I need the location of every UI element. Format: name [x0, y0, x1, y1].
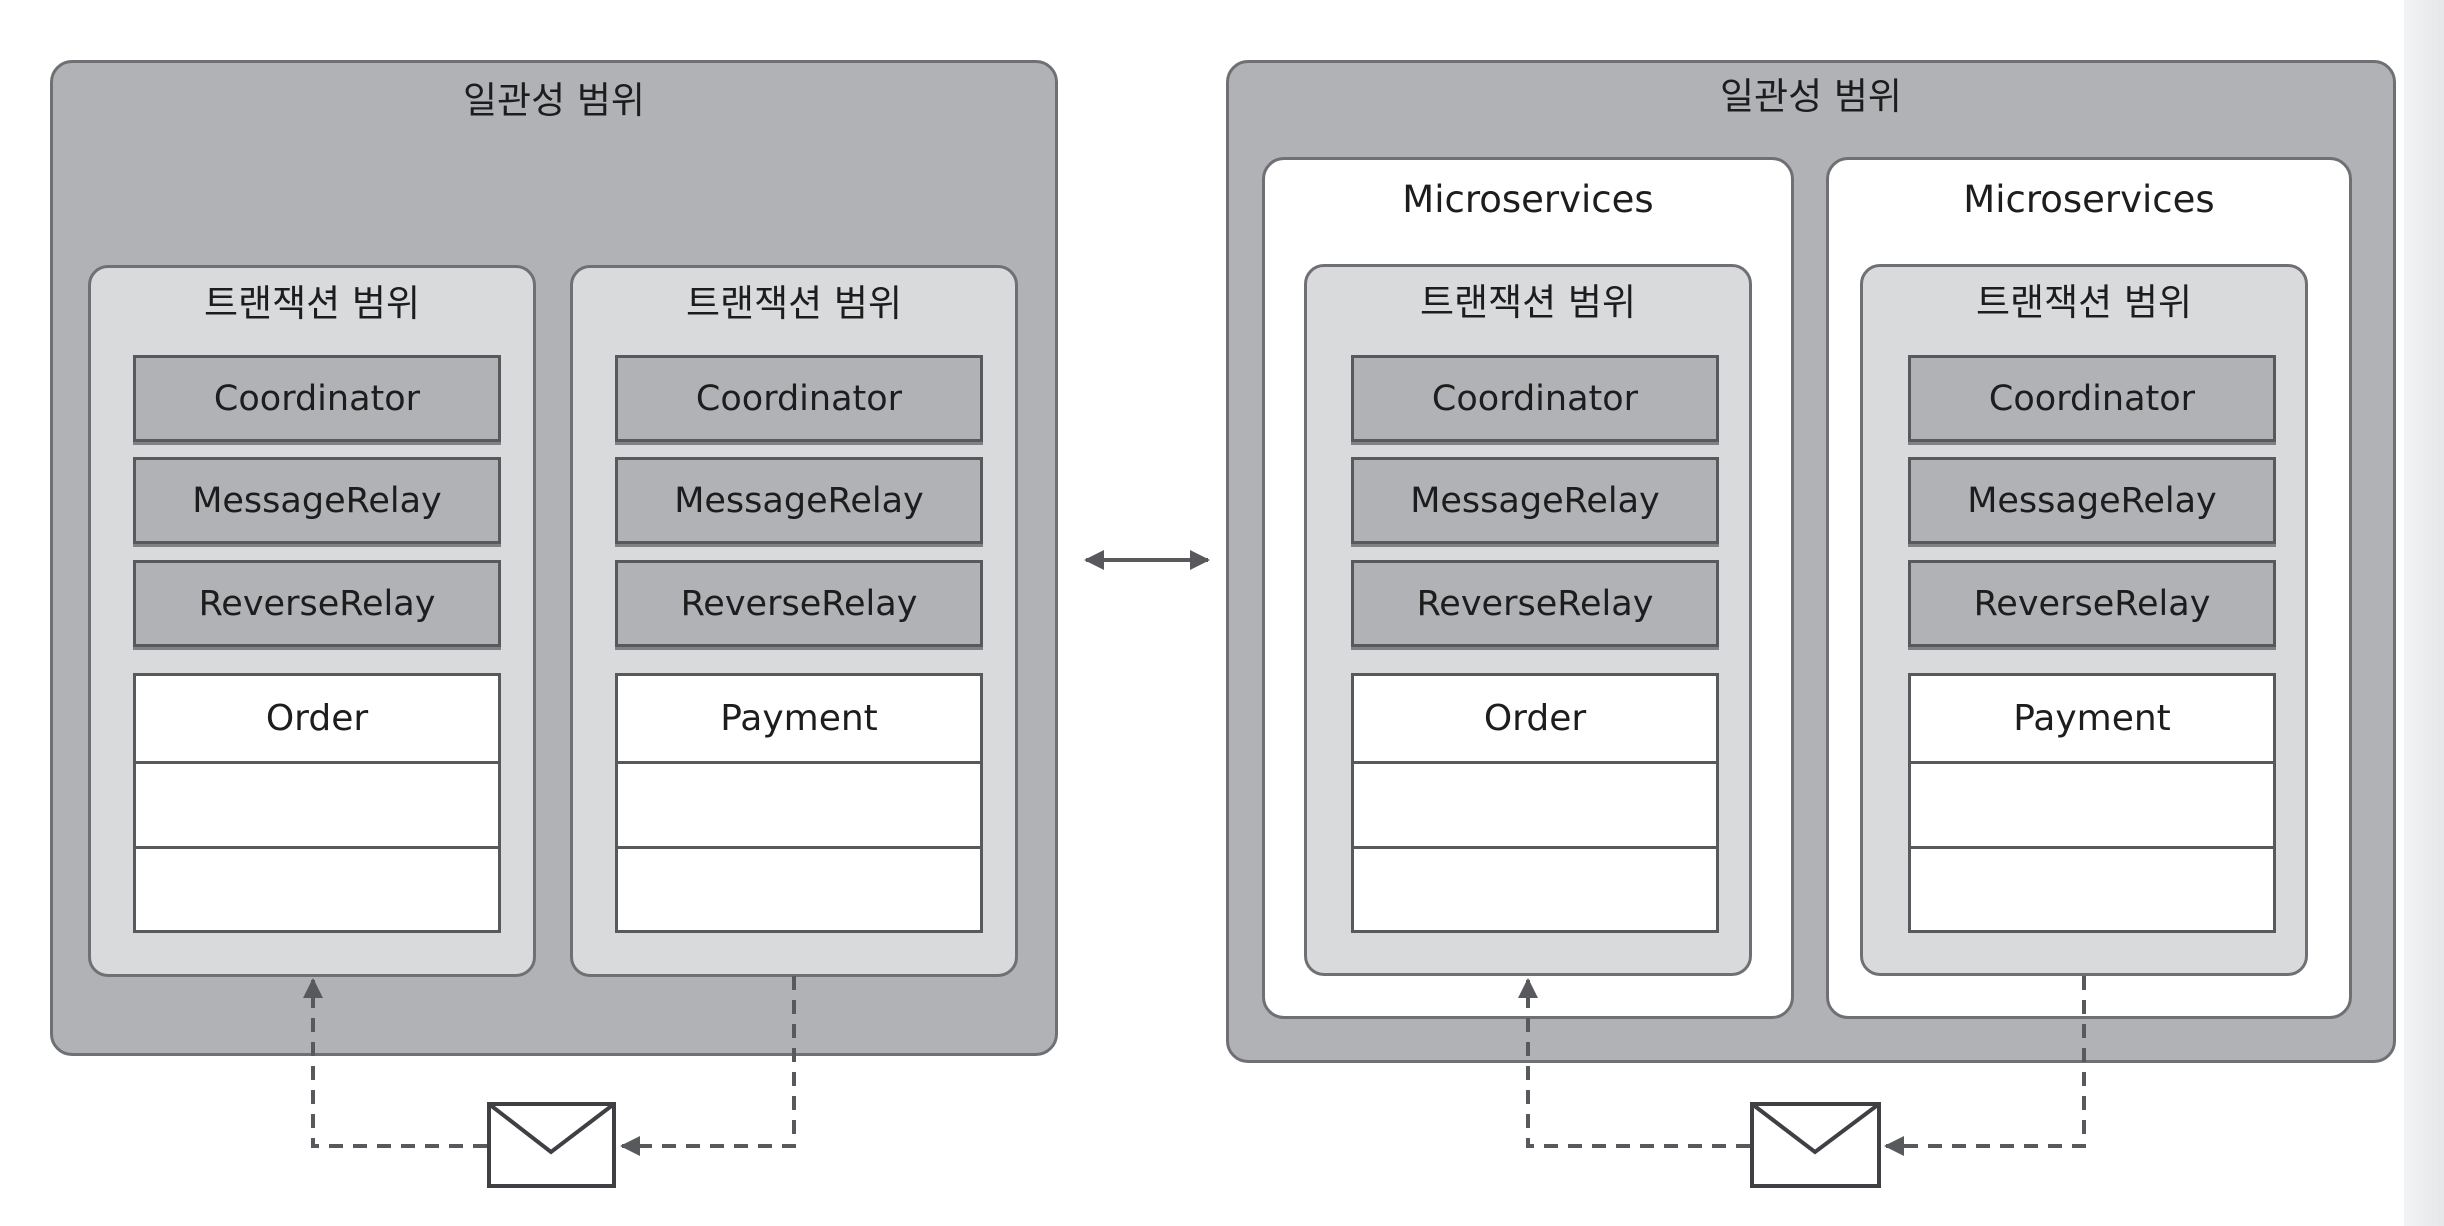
envelope-icon: [487, 1102, 616, 1188]
entity-name: Order: [1483, 698, 1587, 739]
right-scope-title: 일관성 범위: [1720, 75, 1902, 118]
coordinator-component: Coordinator: [615, 355, 983, 442]
entity-row-divider: [136, 846, 498, 849]
left-scope-title: 일관성 범위: [463, 79, 645, 122]
reverse-relay-component: ReverseRelay: [1351, 560, 1719, 647]
entity-row-divider: [136, 761, 498, 764]
message-relay-component: MessageRelay: [1351, 457, 1719, 544]
page-edge-strip: [2404, 0, 2444, 1226]
message-relay-component: MessageRelay: [133, 457, 501, 544]
entity-row-divider: [1911, 846, 2273, 849]
reverse-relay-component: ReverseRelay: [133, 560, 501, 647]
entity-row-divider: [1354, 761, 1716, 764]
coordinator-component: Coordinator: [133, 355, 501, 442]
tx-scope-title: 트랜잭션 범위: [1975, 281, 2192, 324]
microservice-title: Microservices: [1963, 178, 2215, 221]
entity-row-divider: [618, 761, 980, 764]
tx-scope-title: 트랜잭션 범위: [1419, 281, 1636, 324]
envelope-icon: [1750, 1102, 1881, 1188]
entity-name: Order: [265, 698, 369, 739]
entity-name: Payment: [720, 698, 878, 739]
coordinator-component: Coordinator: [1908, 355, 2276, 442]
message-relay-component: MessageRelay: [1908, 457, 2276, 544]
order-entity-table: Order: [1351, 673, 1719, 933]
tx-scope-title: 트랜잭션 범위: [203, 282, 420, 325]
reverse-relay-component: ReverseRelay: [1908, 560, 2276, 647]
microservice-title: Microservices: [1402, 178, 1654, 221]
entity-name: Payment: [2013, 698, 2171, 739]
order-entity-table: Order: [133, 673, 501, 933]
coordinator-component: Coordinator: [1351, 355, 1719, 442]
payment-entity-table: Payment: [1908, 673, 2276, 933]
reverse-relay-component: ReverseRelay: [615, 560, 983, 647]
message-relay-component: MessageRelay: [615, 457, 983, 544]
payment-entity-table: Payment: [615, 673, 983, 933]
entity-row-divider: [1354, 846, 1716, 849]
tx-scope-title: 트랜잭션 범위: [685, 282, 902, 325]
entity-row-divider: [1911, 761, 2273, 764]
entity-row-divider: [618, 846, 980, 849]
